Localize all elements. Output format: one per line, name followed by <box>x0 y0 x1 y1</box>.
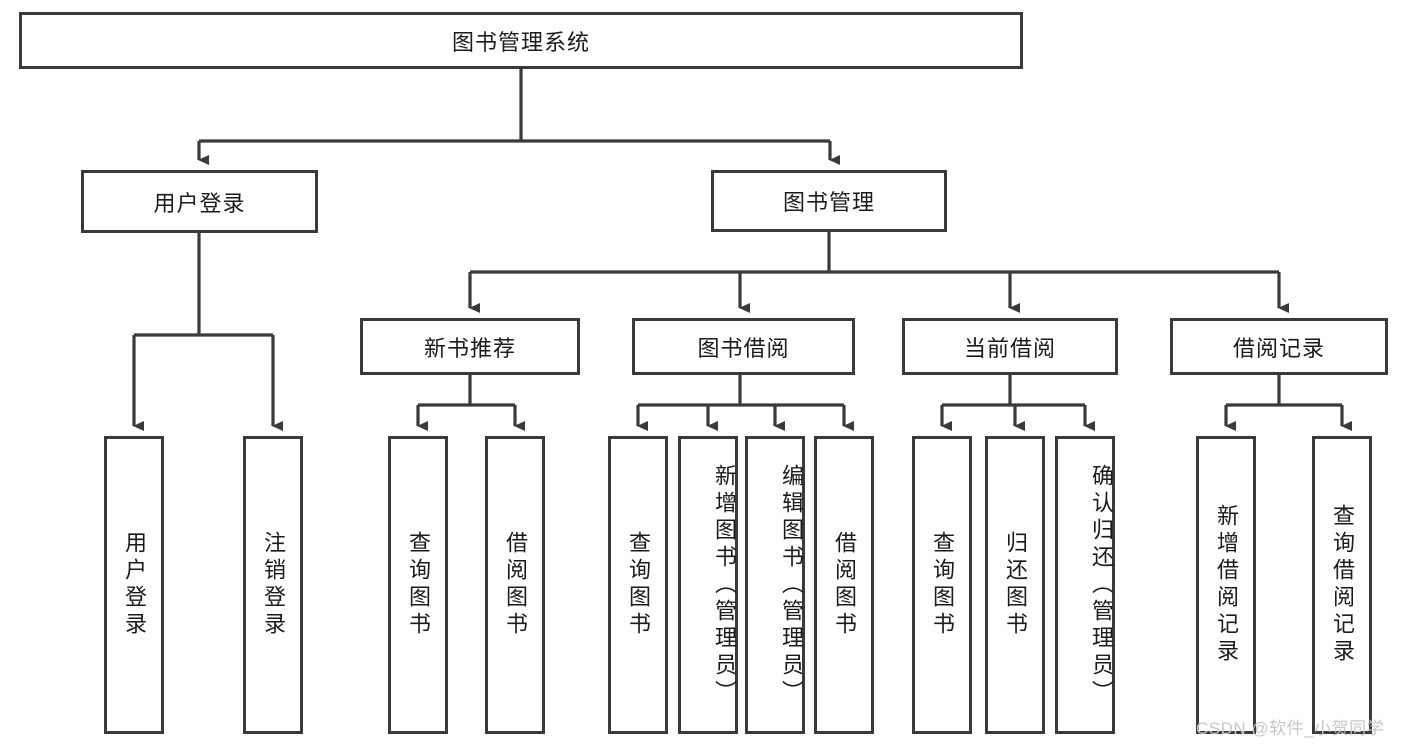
leaf-user-logout[interactable]: 注销登录 <box>243 436 303 734</box>
leaf-borrow-book-1-label: 借阅图书 <box>503 531 528 639</box>
leaf-query-book-1[interactable]: 查询图书 <box>388 436 448 734</box>
leaf-query-book-3-label: 查询图书 <box>930 531 955 639</box>
leaf-borrow-book-2[interactable]: 借阅图书 <box>814 436 874 734</box>
leaf-borrow-book-1[interactable]: 借阅图书 <box>485 436 545 734</box>
node-book-borrow-label: 图书借阅 <box>697 335 790 361</box>
leaf-query-book-3[interactable]: 查询图书 <box>912 436 972 734</box>
leaf-add-book-label: 新增图书（管理员） <box>712 463 737 707</box>
leaf-user-login[interactable]: 用户登录 <box>104 436 164 734</box>
node-book-manage[interactable]: 图书管理 <box>711 170 947 232</box>
leaf-user-login-label: 用户登录 <box>122 531 147 639</box>
node-root[interactable]: 图书管理系统 <box>19 12 1023 69</box>
node-current-borrow[interactable]: 当前借阅 <box>902 318 1118 375</box>
leaf-confirm-return-label: 确认归还（管理员） <box>1089 463 1114 707</box>
leaf-return-book-label: 归还图书 <box>1003 531 1028 639</box>
node-current-borrow-label: 当前借阅 <box>963 335 1056 361</box>
leaf-query-record[interactable]: 查询借阅记录 <box>1312 436 1372 734</box>
node-book-borrow[interactable]: 图书借阅 <box>632 318 855 375</box>
leaf-add-record-label: 新增借阅记录 <box>1214 504 1239 666</box>
leaf-query-book-2-label: 查询图书 <box>626 531 651 639</box>
node-new-book-recommend[interactable]: 新书推荐 <box>360 318 580 375</box>
node-borrow-record-label: 借阅记录 <box>1232 335 1325 361</box>
leaf-query-record-label: 查询借阅记录 <box>1330 504 1355 666</box>
leaf-edit-book-label: 编辑图书（管理员） <box>779 463 804 707</box>
node-user-login-label: 用户登录 <box>153 190 246 216</box>
node-root-label: 图书管理系统 <box>451 29 590 55</box>
leaf-confirm-return[interactable]: 确认归还（管理员） <box>1055 436 1115 734</box>
node-new-book-recommend-label: 新书推荐 <box>423 335 516 361</box>
leaf-return-book[interactable]: 归还图书 <box>985 436 1045 734</box>
leaf-edit-book[interactable]: 编辑图书（管理员） <box>745 436 805 734</box>
csdn-watermark: CSDN @软件_小贺同学 <box>1196 719 1385 738</box>
leaf-borrow-book-2-label: 借阅图书 <box>832 531 857 639</box>
leaf-add-book[interactable]: 新增图书（管理员） <box>678 436 738 734</box>
node-borrow-record[interactable]: 借阅记录 <box>1170 318 1388 375</box>
leaf-query-book-1-label: 查询图书 <box>406 531 431 639</box>
leaf-user-logout-label: 注销登录 <box>261 531 286 639</box>
node-user-login[interactable]: 用户登录 <box>81 170 318 233</box>
leaf-add-record[interactable]: 新增借阅记录 <box>1196 436 1256 734</box>
node-book-manage-label: 图书管理 <box>782 190 875 215</box>
leaf-query-book-2[interactable]: 查询图书 <box>608 436 668 734</box>
